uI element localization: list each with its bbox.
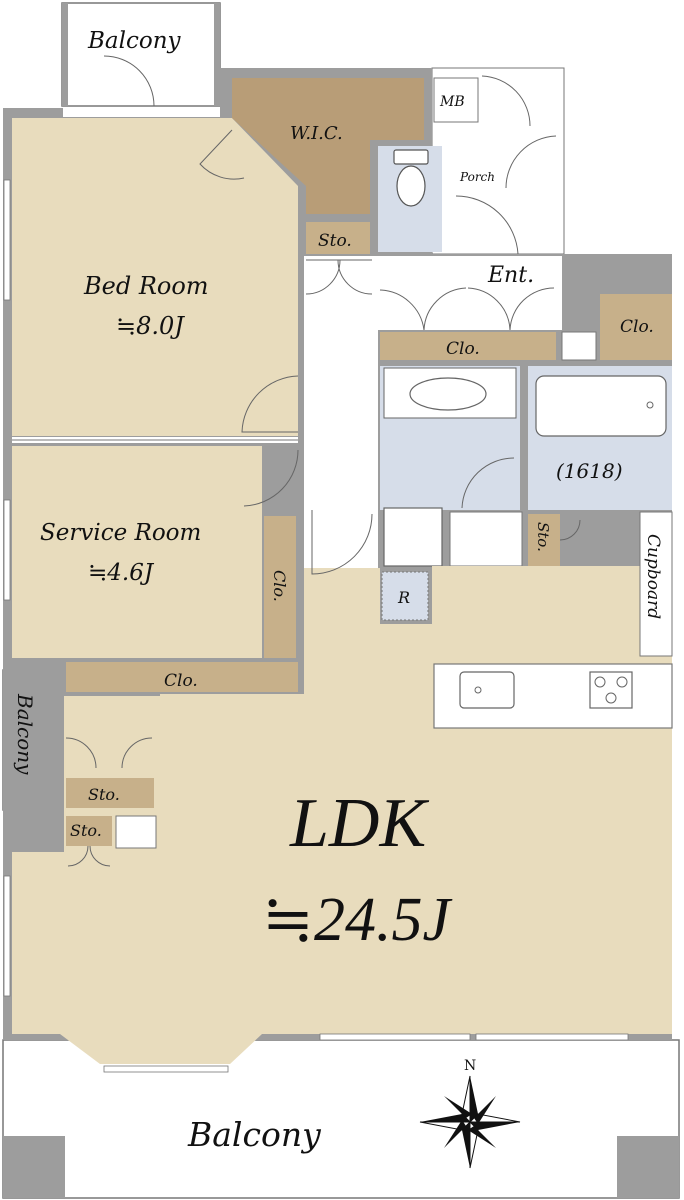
- left-sto-2: [66, 816, 112, 846]
- clo-hall-label: Clo.: [446, 339, 480, 359]
- ldk-size: ≒24.5J: [262, 886, 452, 954]
- wash-storage: [528, 514, 560, 566]
- balcony-top-wall-left: [62, 3, 68, 106]
- wic-label: W.I.C.: [290, 123, 343, 144]
- window-bottom-1: [319, 1033, 471, 1041]
- right-closet: [600, 294, 672, 360]
- sink-drain: [474, 686, 482, 694]
- window-bay: [103, 1065, 229, 1073]
- sto-left-2-label: Sto.: [70, 821, 102, 840]
- compass-rose-icon: [419, 1075, 521, 1169]
- clo-service-side-label: Clo.: [270, 570, 289, 602]
- burner-2: [616, 676, 628, 688]
- window-left-1: [3, 179, 11, 301]
- toilet-fixture: [393, 149, 429, 207]
- balcony-top-area: [61, 2, 221, 107]
- burner-3: [605, 692, 617, 704]
- washing-machine-pan: [383, 507, 443, 567]
- service-bottom-closet: [66, 662, 298, 692]
- hallway-floor: [304, 256, 378, 568]
- balcony-bottom-pillar-right: [617, 1136, 679, 1198]
- clo-right-label: Clo.: [620, 317, 654, 337]
- fridge-space: [381, 571, 429, 621]
- bath-size-label: (1618): [556, 459, 623, 483]
- wic-floor: [232, 78, 424, 214]
- balcony-top-label: Balcony: [87, 28, 182, 54]
- window-left-2: [3, 499, 11, 601]
- bed-room-label: Bed Room: [83, 272, 209, 300]
- service-room-floor: [12, 446, 262, 658]
- balcony-bottom-label: Balcony: [187, 1115, 321, 1154]
- wash-sink-unit: [449, 511, 523, 567]
- service-closet: [264, 516, 296, 658]
- sto-wic-label: Sto.: [318, 231, 352, 251]
- balcony-left-label: Balcony: [13, 693, 37, 775]
- mb-label: MB: [439, 94, 465, 110]
- porch-label: Porch: [459, 170, 495, 184]
- door-swings: [65, 55, 581, 867]
- bathtub-drain: [646, 401, 654, 409]
- bed-room-size: ≒8.0J: [116, 312, 185, 340]
- window-left-3: [3, 875, 11, 997]
- kitchen-sink: [459, 671, 515, 709]
- north-label: N: [464, 1058, 476, 1074]
- sto-wash-label: Sto.: [534, 522, 552, 552]
- fridge-label: R: [397, 588, 410, 607]
- ldk-label: LDK: [289, 785, 429, 862]
- service-room-size: ≒4.6J: [88, 560, 155, 586]
- left-sto-1: [66, 778, 154, 808]
- hall-box: [561, 331, 597, 361]
- balcony-top-wall-right: [214, 3, 220, 106]
- ent-label: Ent.: [487, 263, 534, 288]
- clo-service-bottom-label: Clo.: [164, 671, 198, 691]
- cupboard-label: Cupboard: [643, 534, 663, 619]
- balcony-bottom-pillar-left: [3, 1136, 65, 1198]
- burner-1: [594, 676, 606, 688]
- left-sto-box: [115, 815, 157, 849]
- window-bottom-2: [475, 1033, 629, 1041]
- sto-left-1-label: Sto.: [88, 785, 120, 804]
- service-room-label: Service Room: [40, 520, 201, 546]
- washbasin: [409, 377, 487, 411]
- cupboard: [639, 511, 673, 657]
- bathtub: [535, 375, 667, 437]
- wic-storage: [306, 222, 370, 254]
- mb-box: [433, 77, 479, 123]
- hall-closet: [380, 332, 556, 360]
- entrance-floor: [378, 256, 562, 330]
- bed-room-floor: [12, 118, 298, 436]
